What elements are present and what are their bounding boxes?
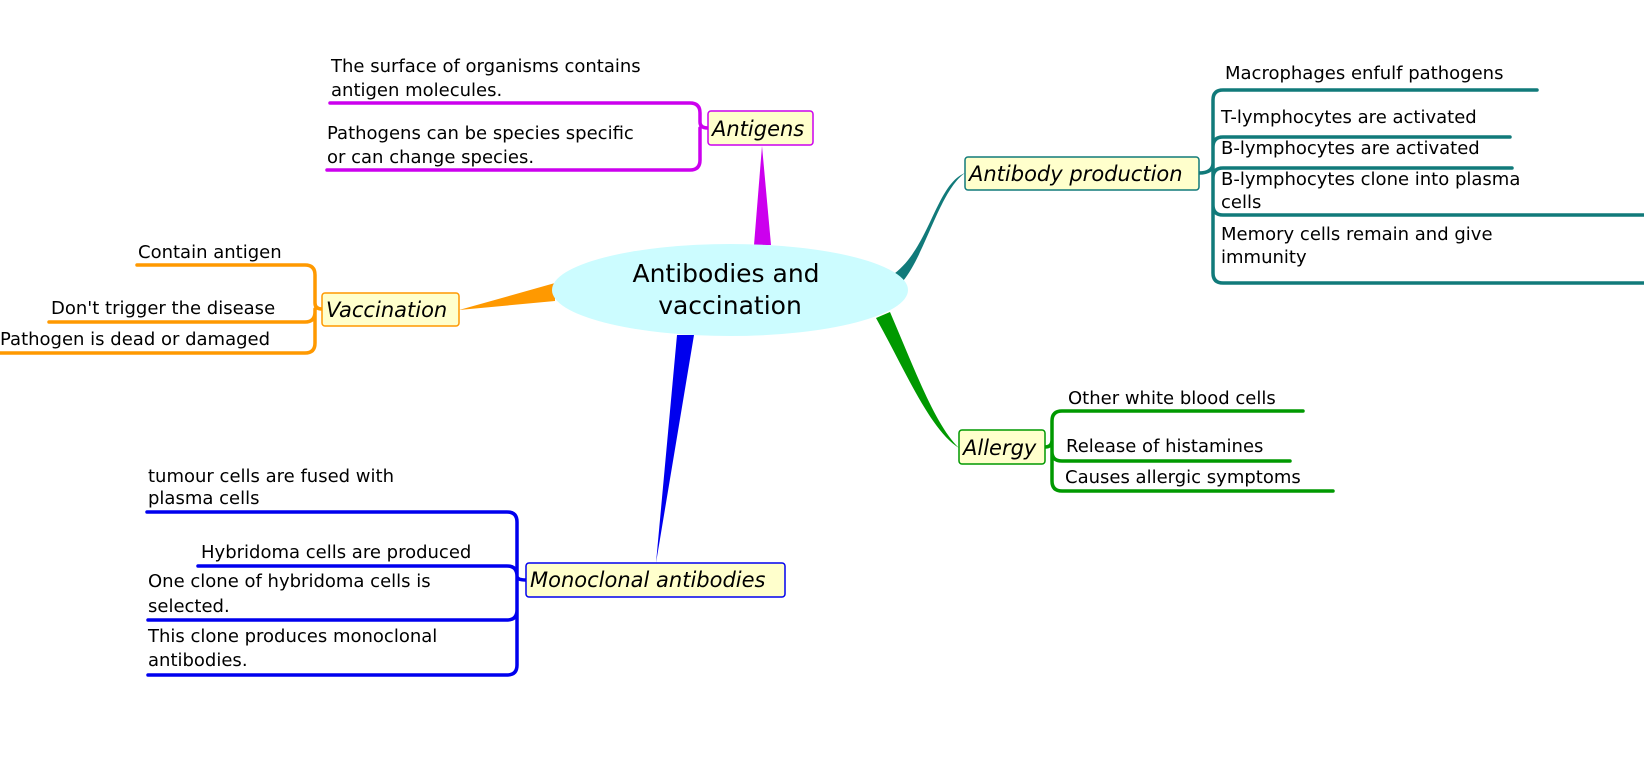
leaf-text: The surface of organisms contains [330, 56, 641, 77]
leaf-text: or can change species. [327, 147, 534, 168]
branch-antibody-production: Antibody production Macrophages enfulf p… [964, 63, 1644, 285]
central-line-1: Antibodies and [632, 259, 819, 288]
leaf[interactable]: Contain antigen [138, 242, 282, 263]
leaf-text: Memory cells remain and give [1221, 224, 1493, 245]
leaf-text: antigen molecules. [331, 80, 502, 101]
topic-antigens[interactable]: Antigens [707, 110, 814, 146]
branch-antigens: Antigens The surface of organisms contai… [325, 56, 814, 172]
connector-antibody-production [891, 173, 965, 281]
leaf[interactable]: Macrophages enfulf pathogens [1225, 63, 1503, 84]
topic-vaccination[interactable]: Vaccination [321, 292, 460, 327]
leaf[interactable]: Memory cells remain and give immunity [1221, 224, 1493, 268]
topic-allergy[interactable]: Allergy [958, 429, 1046, 465]
branch-monoclonal: Monoclonal antibodies tumour cells are f… [145, 466, 786, 677]
leaf[interactable]: Pathogen is dead or damaged [0, 329, 270, 350]
leaf[interactable]: The surface of organisms contains antige… [330, 56, 641, 101]
leaf[interactable]: Pathogens can be species specific or can… [327, 123, 634, 168]
topic-antibody-production[interactable]: Antibody production [964, 156, 1200, 191]
topic-label: Monoclonal antibodies [530, 568, 766, 592]
topic-monoclonal-antibodies[interactable]: Monoclonal antibodies [525, 562, 786, 598]
leaf[interactable]: This clone produces monoclonal antibodie… [147, 626, 437, 671]
branch-vaccination: Vaccination Contain antigen Don't trigge… [0, 242, 460, 355]
leaf[interactable]: Other white blood cells [1068, 388, 1276, 409]
leaf[interactable]: Don't trigger the disease [51, 298, 275, 319]
connector-allergy [876, 312, 959, 448]
connector-monoclonal [656, 335, 694, 563]
leaf-text: plasma cells [148, 488, 259, 509]
leaf-text: immunity [1221, 247, 1307, 268]
leaf[interactable]: B-lymphocytes are activated [1221, 138, 1480, 159]
leaf[interactable]: Release of histamines [1066, 436, 1263, 457]
topic-label: Allergy [961, 436, 1037, 460]
leaf[interactable]: Hybridoma cells are produced [201, 542, 471, 563]
central-line-2: vaccination [658, 291, 802, 320]
connector-vaccination [459, 283, 555, 310]
leaf-text: Pathogens can be species specific [327, 123, 634, 144]
leaf-text: selected. [148, 596, 230, 617]
leaf-text: This clone produces monoclonal [147, 626, 437, 647]
topic-label: Vaccination [326, 298, 447, 322]
leaf-text: B-lymphocytes clone into plasma [1221, 169, 1520, 190]
leaf[interactable]: One clone of hybridoma cells is selected… [148, 571, 431, 617]
central-topic[interactable]: Antibodies and vaccination [552, 244, 908, 336]
leaf[interactable]: T-lymphocytes are activated [1220, 107, 1477, 128]
topic-label: Antigens [710, 117, 804, 141]
leaf-text: cells [1221, 192, 1261, 213]
leaf[interactable]: B-lymphocytes clone into plasma cells [1221, 169, 1520, 213]
leaf[interactable]: tumour cells are fused with plasma cells [148, 466, 394, 509]
leaf[interactable]: Causes allergic symptoms [1065, 467, 1301, 488]
topic-label: Antibody production [967, 162, 1183, 186]
branch-allergy: Allergy Other white blood cells Release … [958, 388, 1335, 493]
leaf-text: tumour cells are fused with [148, 466, 394, 487]
leaf-text: One clone of hybridoma cells is [148, 571, 431, 592]
connector-antigens [754, 146, 771, 245]
leaf-text: antibodies. [148, 650, 248, 671]
